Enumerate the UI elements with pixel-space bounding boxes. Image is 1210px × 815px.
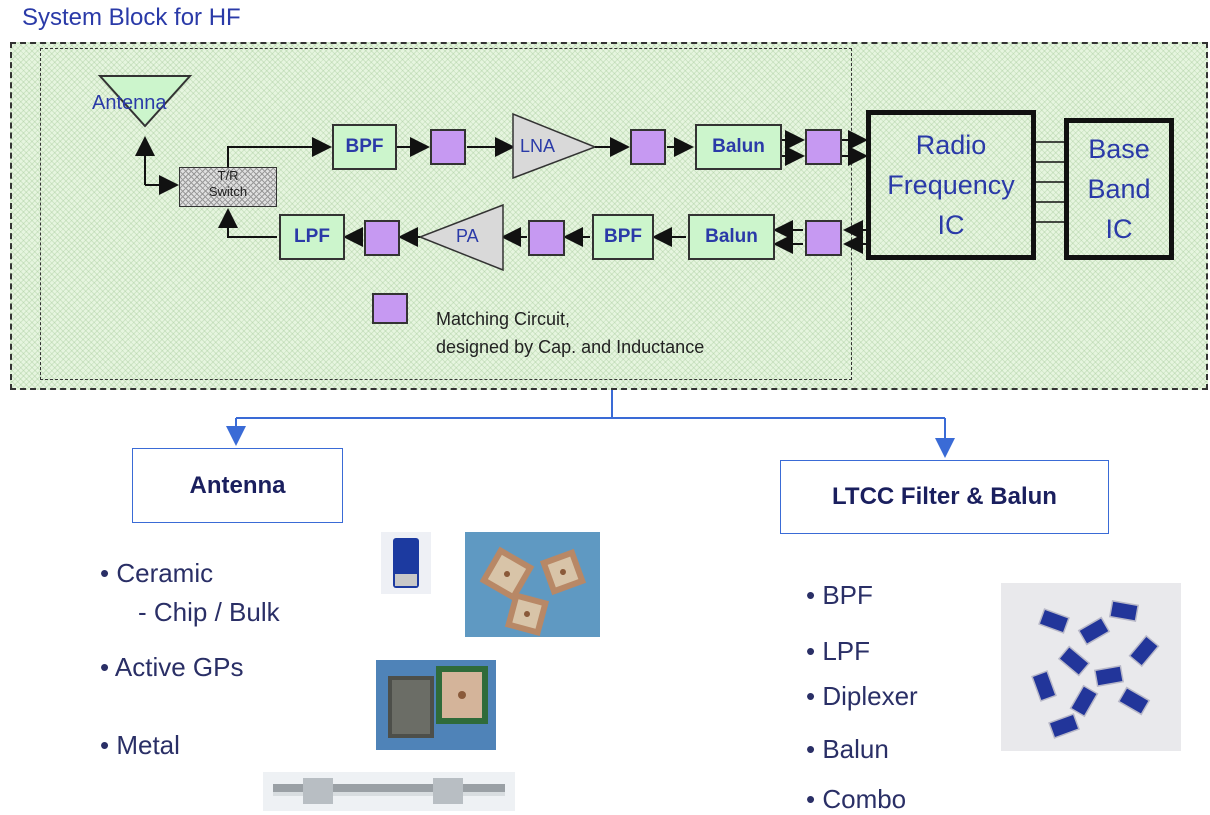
legend-line2: designed by Cap. and Inductance [436, 337, 705, 357]
active-gps-antenna-photo [376, 660, 496, 750]
bullet-ceramic: • Ceramic [100, 558, 214, 588]
ltcc-item-balun: • Balun [806, 734, 889, 764]
matching-circuit-tx-3 [805, 220, 842, 256]
balun-tx-block: Balun [688, 214, 775, 260]
matching-circuit-rx-1 [430, 129, 466, 165]
antenna-label: Antenna [92, 92, 167, 114]
antenna-category-box: Antenna [132, 448, 343, 523]
pa-amplifier [417, 203, 504, 272]
ltcc-item-diplexer: • Diplexer [806, 681, 918, 711]
tr-switch-line2: Switch [208, 184, 248, 199]
antenna-symbol [97, 75, 193, 128]
ltcc-components-photo [1001, 583, 1181, 751]
ceramic-patch-antenna-photo [465, 532, 600, 637]
matching-circuit-tx-2 [528, 220, 565, 256]
metal-antenna-photo [263, 772, 515, 811]
matching-circuit-rx-2 [630, 129, 666, 165]
bb-ic-line1: Base [1088, 134, 1150, 164]
rf-ic-line1: Radio [915, 130, 987, 160]
ltcc-item-combo: • Combo [806, 784, 907, 814]
page-title: System Block for HF [22, 4, 241, 31]
tr-switch: T/R Switch [179, 167, 277, 207]
ltcc-item-lpf: • LPF [806, 636, 871, 666]
balun-rx-block: Balun [695, 124, 782, 170]
legend-matching-swatch [372, 293, 408, 324]
bpf-tx-block: BPF [592, 214, 654, 260]
bb-ic-line2: Band [1087, 174, 1151, 204]
ltcc-category-box: LTCC Filter & Balun [780, 460, 1109, 534]
rf-ic-line3: IC [937, 210, 965, 240]
rf-ic-line2: Frequency [887, 170, 1015, 200]
legend-text: Matching Circuit, designed by Cap. and I… [436, 305, 704, 361]
matching-circuit-tx-1 [364, 220, 400, 256]
bpf-rx-block: BPF [332, 124, 397, 170]
pa-label: PA [456, 226, 479, 246]
legend-line1: Matching Circuit, [436, 309, 571, 329]
bullet-metal: • Metal [100, 730, 180, 760]
rf-frontend-region [40, 48, 852, 380]
lna-label: LNA [520, 136, 556, 156]
bullet-chip-bulk: - Chip / Bulk [138, 597, 280, 627]
ltcc-item-bpf: • BPF [806, 580, 873, 610]
bb-ic-line3: IC [1105, 214, 1133, 244]
lna-amplifier [512, 112, 598, 180]
tr-switch-line1: T/R [217, 168, 239, 183]
lpf-tx-block: LPF [279, 214, 345, 260]
rf-ic-block: Radio Frequency IC [866, 110, 1036, 260]
ceramic-chip-antenna-photo [381, 532, 431, 594]
matching-circuit-rx-3 [805, 129, 842, 165]
baseband-ic-block: Base Band IC [1064, 118, 1174, 260]
bullet-active-gps: • Active GPs [100, 652, 244, 682]
